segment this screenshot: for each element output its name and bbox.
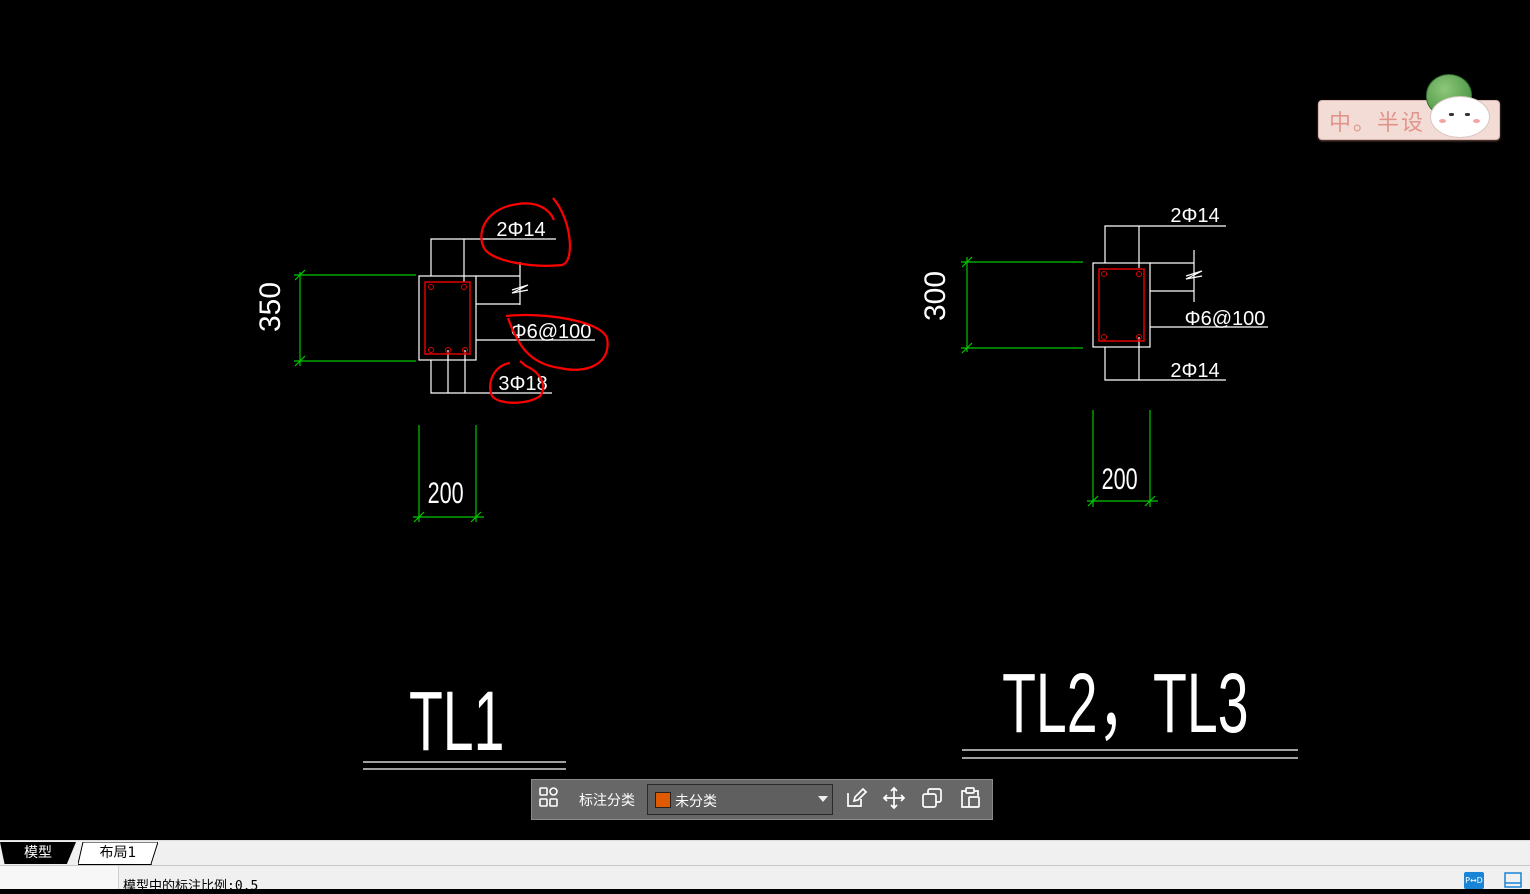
- cad-drawing: 350 200 2Φ14 Φ6@100 3Φ18 TL1: [254, 197, 1298, 770]
- beam1-top-rebar: 2Φ14: [496, 219, 545, 241]
- beam2-top-rebar: 2Φ14: [1170, 205, 1219, 227]
- paste-icon[interactable]: [958, 786, 986, 814]
- beam2-title: TL2，TL3: [1002, 658, 1248, 751]
- beam2-rebars: [1101, 271, 1142, 340]
- beam1-bottom-leader: [430, 360, 552, 394]
- tab-layout1-outline: [78, 842, 158, 864]
- beam2-stirrup-label: Φ6@100: [1185, 308, 1266, 330]
- beam1-dim-width: 200: [428, 475, 464, 509]
- category-label: 标注分类: [579, 793, 635, 809]
- beam2-dim-height: 300: [919, 271, 952, 321]
- beam2-title-underline: [962, 749, 1298, 759]
- chevron-down-icon: [818, 796, 828, 802]
- edit-icon[interactable]: [844, 786, 872, 814]
- move-icon[interactable]: [882, 786, 910, 814]
- beam1-dimensions: [294, 269, 484, 523]
- copy-icon[interactable]: [920, 786, 948, 814]
- category-select-value: 未分类: [675, 794, 717, 810]
- beam1-section: [418, 238, 595, 394]
- beam1-markup: [480, 197, 609, 404]
- beam1-stirrup: [424, 281, 471, 355]
- tab-layout1[interactable]: 布局1: [78, 842, 158, 865]
- pd-switch-button[interactable]: P↔D: [1464, 872, 1484, 889]
- beam1-bottom-rebar: 3Φ18: [498, 373, 547, 395]
- grid-categories-icon[interactable]: [538, 786, 566, 814]
- beam2-dim-width: 200: [1102, 461, 1138, 495]
- annotation-scale-text: 模型中的标注比例:0.5: [123, 879, 259, 894]
- annotation-toolbar: 标注分类 未分类: [531, 779, 993, 820]
- watermark-text: 中。半设: [1329, 111, 1426, 136]
- beam1-title: TL1: [409, 676, 505, 769]
- status-bar: 模型中的标注比例:0.5 P↔D: [0, 865, 1530, 894]
- watermark-logo: 中。半设: [1318, 72, 1500, 140]
- beam2-outline: [1092, 262, 1151, 348]
- beam1-title-underline: [363, 761, 566, 770]
- cat-icon: [1430, 96, 1490, 138]
- beam1-top-leader: [430, 238, 556, 276]
- beam2-stirrup: [1098, 268, 1145, 342]
- beam1-rebars: [428, 284, 468, 353]
- beam2-section: [1092, 225, 1268, 381]
- panel-toggle-icon[interactable]: [1503, 872, 1523, 889]
- category-select[interactable]: 未分类: [647, 784, 833, 815]
- beam1-dim-height: 350: [254, 282, 287, 332]
- layout-tabbar: 模型 布局1: [0, 840, 1530, 866]
- tab-model[interactable]: 模型: [0, 842, 76, 864]
- drawing-canvas[interactable]: 350 200 2Φ14 Φ6@100 3Φ18 TL1: [0, 0, 1530, 840]
- category-color-swatch: [655, 792, 671, 808]
- beam2-dimensions: [961, 256, 1158, 507]
- beam2-bottom-rebar: 2Φ14: [1170, 360, 1219, 382]
- beam1-stirrup-label: Φ6@100: [511, 321, 592, 343]
- command-area[interactable]: [0, 866, 119, 889]
